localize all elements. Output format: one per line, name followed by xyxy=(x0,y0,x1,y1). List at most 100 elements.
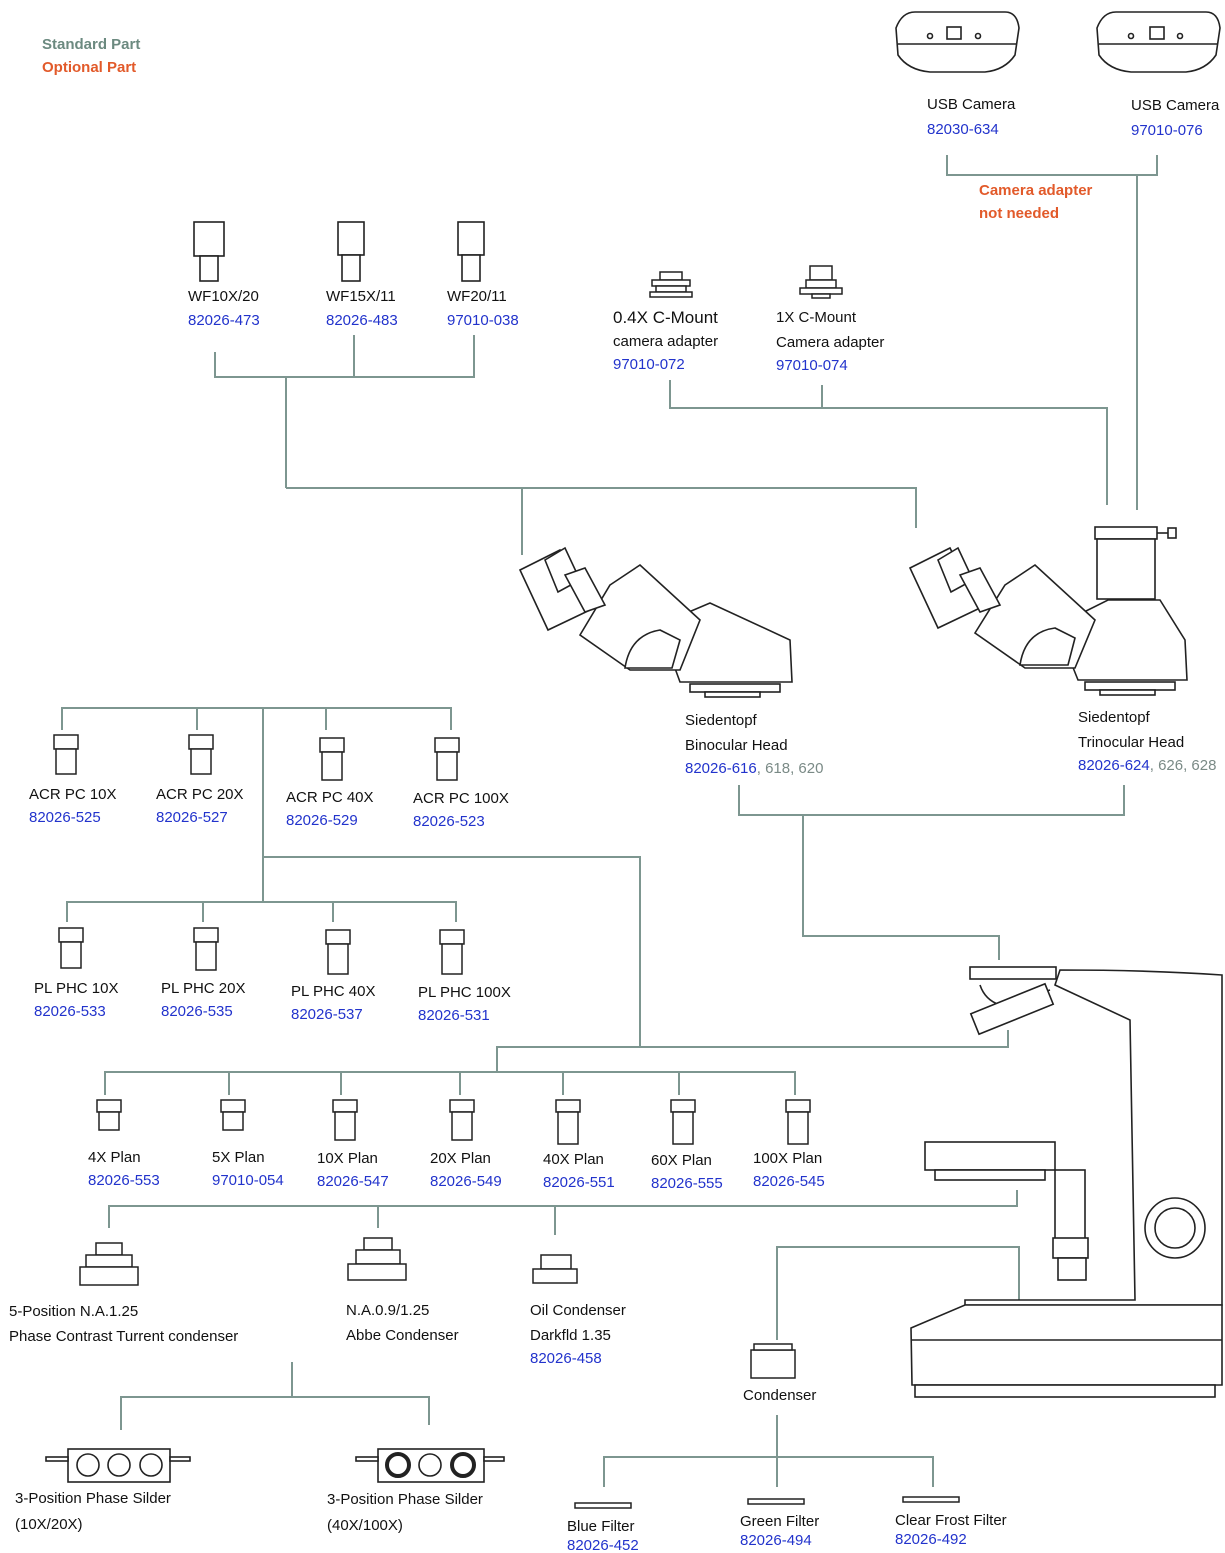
plan-objective-2-name: 5X Plan xyxy=(212,1149,265,1166)
camera-note-line-2: not needed xyxy=(979,205,1060,222)
usb-camera-icon xyxy=(895,11,1020,73)
filter-1-name: Blue Filter xyxy=(567,1518,635,1535)
plan-objective-3-name: 10X Plan xyxy=(317,1150,378,1167)
eyepiece-3-code: 97010-038 xyxy=(447,312,519,329)
plan-objective-1-name: 4X Plan xyxy=(88,1149,141,1166)
acr-objective-4-name: ACR PC 100X xyxy=(413,790,509,807)
plan-objective-5-code: 82026-551 xyxy=(543,1174,615,1191)
eyepiece-3-name: WF20/11 xyxy=(447,288,507,305)
legend-standard-part: Standard Part xyxy=(42,36,141,53)
objective-icon xyxy=(555,1099,581,1145)
pl-objective-4-code: 82026-531 xyxy=(418,1007,490,1024)
phase-turret-condenser-icon xyxy=(79,1242,139,1286)
binocular-head-name-2: Binocular Head xyxy=(685,737,788,754)
condenser-2-desc: Abbe Condenser xyxy=(346,1327,459,1344)
phase-slider-icon xyxy=(45,1448,191,1483)
objective-icon xyxy=(439,929,465,975)
camera-2-code: 97010-076 xyxy=(1131,122,1203,139)
objective-icon xyxy=(193,927,219,971)
pl-objective-3-name: PL PHC 40X xyxy=(291,983,376,1000)
trinocular-head-code: 82026-624 xyxy=(1078,757,1150,774)
acr-objective-2-name: ACR PC 20X xyxy=(156,786,244,803)
condenser-icon xyxy=(750,1343,796,1379)
filter-2-name: Green Filter xyxy=(740,1513,820,1530)
green-filter-icon xyxy=(747,1498,805,1505)
objective-icon xyxy=(53,734,79,775)
eyepiece-1-name: WF10X/20 xyxy=(188,288,259,305)
binocular-head-alt-codes: , 618, 620 xyxy=(756,760,824,777)
legend-optional-part: Optional Part xyxy=(42,59,137,76)
objective-icon xyxy=(58,927,84,969)
pl-objective-4-name: PL PHC 100X xyxy=(418,984,511,1001)
plan-objective-4-code: 82026-549 xyxy=(430,1173,502,1190)
objective-icon xyxy=(332,1099,358,1141)
plan-objective-1-code: 82026-553 xyxy=(88,1172,160,1189)
acr-objective-4-code: 82026-523 xyxy=(413,813,485,830)
eyepiece-2-code: 82026-483 xyxy=(326,312,398,329)
objective-icon xyxy=(449,1099,475,1141)
filter-3-name: Clear Frost Filter xyxy=(895,1512,1007,1529)
acr-objective-1-code: 82026-525 xyxy=(29,809,101,826)
objective-icon xyxy=(188,734,214,775)
objective-icon xyxy=(96,1099,122,1131)
microscope-stand-icon xyxy=(910,966,1223,1398)
adapter-1-code: 97010-072 xyxy=(613,356,685,373)
camera-2-name: USB Camera xyxy=(1131,97,1220,114)
condenser-1-desc: Phase Contrast Turrent condenser xyxy=(9,1328,239,1345)
objective-icon xyxy=(670,1099,696,1145)
usb-camera-icon xyxy=(1096,11,1221,73)
oil-condenser-icon xyxy=(532,1254,578,1284)
abbe-condenser-icon xyxy=(347,1237,407,1281)
eyepiece-icon xyxy=(457,221,485,282)
acr-objective-1-name: ACR PC 10X xyxy=(29,786,117,803)
trinocular-head-icon xyxy=(908,526,1188,696)
condenser-3-code: 82026-458 xyxy=(530,1350,602,1367)
condenser-3-desc: Darkfld 1.35 xyxy=(530,1327,611,1344)
plan-objective-2-code: 97010-054 xyxy=(212,1172,284,1189)
phase-slider-icon xyxy=(355,1448,505,1483)
objective-icon xyxy=(319,737,345,781)
camera-1-code: 82030-634 xyxy=(927,121,999,138)
filter-2-code: 82026-494 xyxy=(740,1532,812,1549)
trinocular-head-alt-codes: , 626, 628 xyxy=(1149,757,1217,774)
eyepiece-1-code: 82026-473 xyxy=(188,312,260,329)
adapter-2-desc: Camera adapter xyxy=(776,334,885,351)
plan-objective-7-name: 100X Plan xyxy=(753,1150,823,1167)
camera-1-name: USB Camera xyxy=(927,96,1016,113)
acr-objective-3-name: ACR PC 40X xyxy=(286,789,374,806)
objective-icon xyxy=(434,737,460,781)
objective-icon xyxy=(220,1099,246,1131)
filter-1-code: 82026-452 xyxy=(567,1537,639,1553)
slider-2-name: 3-Position Phase Silder xyxy=(327,1491,483,1508)
binocular-head-icon xyxy=(518,546,793,698)
binocular-head-codes: 82026-616, 618, 620 xyxy=(685,760,823,778)
binocular-head-code: 82026-616 xyxy=(685,760,757,777)
objective-icon xyxy=(785,1099,811,1145)
acr-objective-2-code: 82026-527 xyxy=(156,809,228,826)
objective-icon xyxy=(325,929,351,975)
c-mount-adapter-icon xyxy=(799,265,843,299)
pl-objective-1-name: PL PHC 10X xyxy=(34,980,119,997)
trinocular-head-codes: 82026-624, 626, 628 xyxy=(1078,757,1216,775)
plan-objective-7-code: 82026-545 xyxy=(753,1173,825,1190)
condenser-2-name: N.A.0.9/1.25 xyxy=(346,1302,430,1319)
plan-objective-5-name: 40X Plan xyxy=(543,1151,604,1168)
plan-objective-6-name: 60X Plan xyxy=(651,1152,712,1169)
eyepiece-icon xyxy=(193,221,225,282)
slider-1-name: 3-Position Phase Silder xyxy=(15,1490,171,1507)
binocular-head-name-1: Siedentopf xyxy=(685,712,757,729)
c-mount-adapter-icon xyxy=(649,271,693,298)
plan-objective-4-name: 20X Plan xyxy=(430,1150,491,1167)
plan-objective-6-code: 82026-555 xyxy=(651,1175,723,1192)
clear-frost-filter-icon xyxy=(902,1496,960,1503)
adapter-1-desc: camera adapter xyxy=(613,333,719,350)
plan-objective-3-code: 82026-547 xyxy=(317,1173,389,1190)
pl-objective-3-code: 82026-537 xyxy=(291,1006,363,1023)
acr-objective-3-code: 82026-529 xyxy=(286,812,358,829)
blue-filter-icon xyxy=(574,1502,632,1509)
eyepiece-icon xyxy=(337,221,365,282)
adapter-2-name: 1X C-Mount xyxy=(776,309,857,326)
adapter-1-name: 0.4X C-Mount xyxy=(613,308,718,327)
camera-note-line-1: Camera adapter xyxy=(979,182,1093,199)
